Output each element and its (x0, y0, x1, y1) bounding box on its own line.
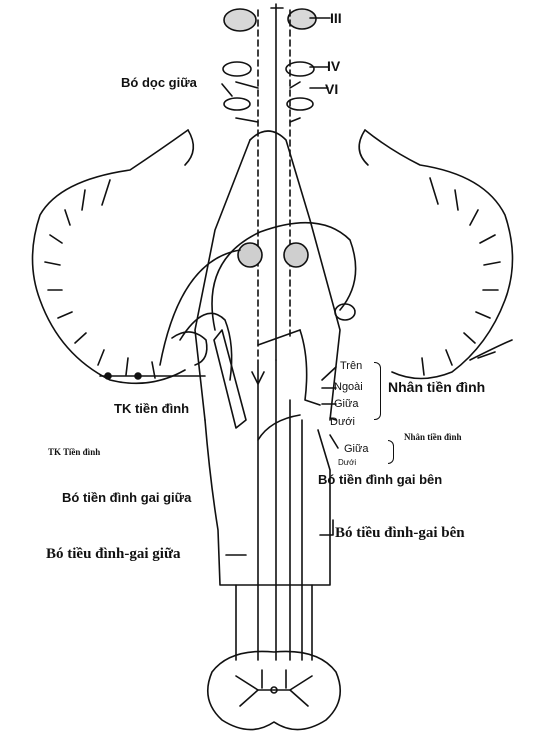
nucleus-VI-left (224, 98, 250, 110)
label-giua-2: Giữa (344, 444, 368, 455)
label-giua: Giữa (334, 399, 358, 410)
label-IV: IV (327, 59, 340, 73)
label-bo-doc-giua: Bó dọc giữa (121, 76, 197, 89)
nucleus-IV-left (223, 62, 251, 76)
bracket-nuclei (374, 362, 381, 420)
label-duoi-2: Dưới (338, 459, 356, 467)
nucleus-VI-right (287, 98, 313, 110)
label-ngoai: Ngoài (334, 382, 363, 393)
label-tk-tien-dinh: TK tiền đình (114, 402, 189, 415)
label-bo-tieu-dinh-gai-ben: Bó tiều đình-gai bên (335, 526, 465, 541)
label-tk-tien-dinh-small: TK Tiền đình (48, 448, 100, 457)
brainstem-outline (195, 131, 340, 660)
cerebellum-left (33, 130, 194, 383)
label-nhan-tien-dinh-small: Nhân tiền đình (404, 433, 462, 442)
label-tren: Trên (340, 361, 362, 372)
label-III: III (330, 11, 342, 25)
label-nhan-tien-dinh: Nhân tiền đình (388, 380, 485, 394)
cerebellum-right (359, 130, 512, 379)
nucleus-III-right (288, 9, 316, 29)
nucleus-III-left (224, 9, 256, 31)
label-VI: VI (325, 82, 338, 96)
mlf-tracts (236, 4, 300, 360)
label-bo-tieu-dinh-gai-giua: Bó tiều đình-gai giữa (46, 547, 180, 562)
label-bo-tien-dinh-gai-giua: Bó tiền đình gai giữa (62, 491, 191, 504)
vestibulospinal-tracts (252, 360, 302, 660)
bracket-nuclei-2 (388, 440, 394, 464)
label-duoi: Dưới (330, 417, 355, 428)
spinal-cord-section (208, 651, 340, 729)
label-bo-tien-dinh-gai-ben: Bó tiền đình gai bên (318, 473, 442, 486)
